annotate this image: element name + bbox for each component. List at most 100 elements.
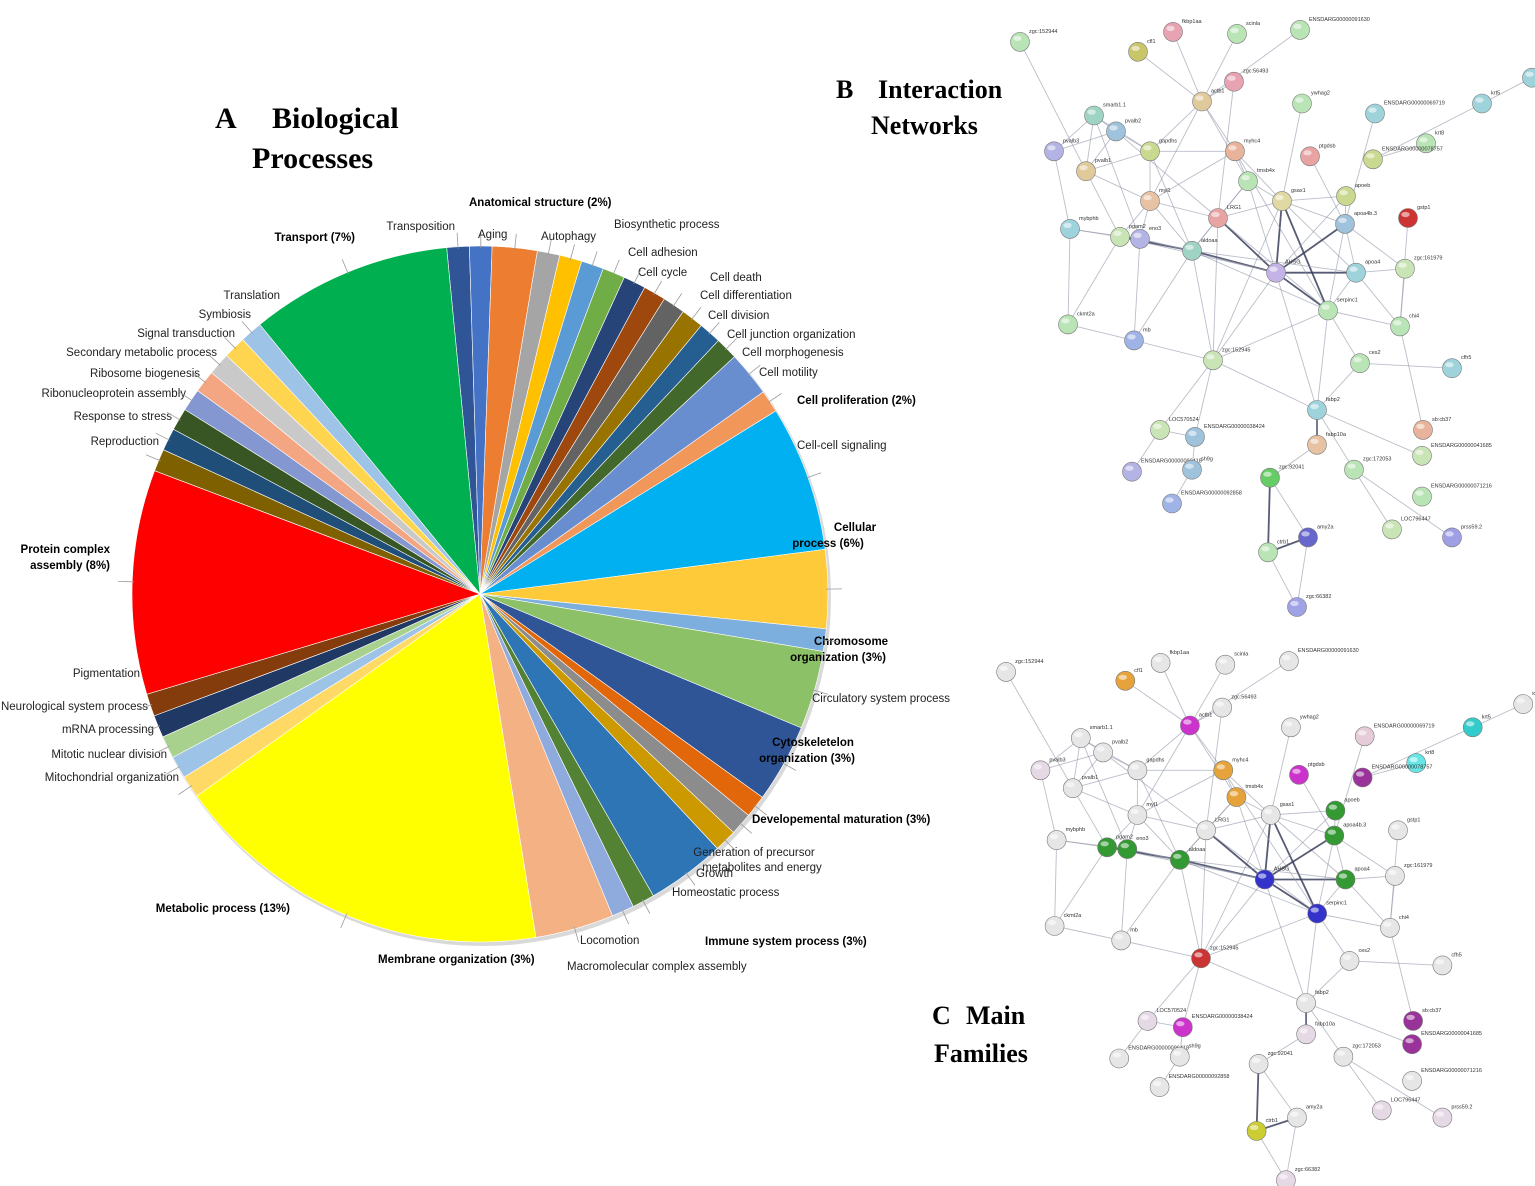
network-node-label: ENSDARG00000091630 — [1309, 17, 1370, 23]
network-node-fabp2: fabp2 — [1307, 397, 1340, 420]
network-edge — [1281, 103, 1303, 202]
pie-leader-neurological-system-process — [145, 725, 161, 733]
network-node-eno3: eno3 — [1130, 226, 1161, 249]
network-node-label: pvalb3 — [1063, 138, 1079, 144]
pie-leader-cell-cell-signaling — [767, 393, 782, 403]
network-edge — [1072, 787, 1138, 816]
network-node-zgc-56493: zgc:56493 — [1224, 69, 1268, 92]
pie-label-symbiosis: Symbiosis — [199, 309, 252, 321]
network-node-label: zgc:172053 — [1352, 1044, 1380, 1050]
network-edge — [1039, 770, 1058, 841]
pie-leader-cell-motility — [724, 338, 737, 351]
network-edge — [1212, 217, 1219, 361]
network-node-chi4: chi4 — [1390, 313, 1419, 337]
network-edge — [1191, 250, 1214, 361]
network-node-label: krt5 — [1482, 714, 1491, 720]
panel-a-title-line2: Processes — [252, 142, 373, 175]
network-node-apoa4b-3: apoa4b.3 — [1335, 211, 1377, 234]
network-node-fkbp1aa: fkbp1aa — [1150, 650, 1191, 673]
pie-leader-mrna-processing — [154, 746, 170, 754]
network-node-label: pvalb1 — [1082, 775, 1098, 781]
network-node-chi4: chi4 — [1380, 915, 1409, 938]
pie-leader-cell-cycle — [612, 259, 620, 275]
network-node-ckmt2a: ckmt2a — [1058, 311, 1096, 335]
pie-leader-cell-proliferation-2 — [747, 364, 761, 376]
network-node-apoa4: apoa4 — [1346, 260, 1380, 283]
network-edge — [1327, 310, 1361, 364]
network-node-pvalb1: pvalb1 — [1076, 158, 1111, 181]
network-edge — [1200, 830, 1207, 959]
panel-b-title-line1: Interaction — [878, 75, 1003, 104]
network-edge — [1137, 769, 1224, 816]
network-edge — [1235, 796, 1266, 880]
network-edge — [1217, 200, 1283, 219]
network-edge — [1189, 660, 1290, 726]
network-edge — [1264, 879, 1307, 1004]
network-edge — [1194, 360, 1214, 438]
network-edge — [1234, 150, 1283, 202]
network-node-cfl1: cfl1 — [1128, 39, 1156, 62]
network-edge — [1040, 751, 1104, 771]
network-edge — [1305, 960, 1350, 1004]
pie-label-response-to-stress: Response to stress — [74, 411, 173, 423]
pie-label-transport-7: Transport (7%) — [274, 232, 355, 244]
network-node-label: gapdhs — [1146, 757, 1164, 763]
pie-label-secondary-metabolic-process: Secondary metabolic process — [66, 347, 217, 359]
network-node-zgc-152945: zgc:152945 — [1203, 347, 1250, 371]
network-node-label: scinla — [1246, 21, 1261, 27]
network-node-label: gstp1 — [1417, 205, 1430, 211]
network-node-ces2: ces2 — [1339, 948, 1370, 971]
network-edge — [1201, 29, 1301, 102]
network-edge — [1263, 814, 1272, 880]
network-edge — [1344, 113, 1376, 225]
network-edge — [1053, 151, 1071, 229]
network-node-zgc-152945: zgc:152945 — [1191, 945, 1238, 969]
network-edge — [1275, 272, 1318, 411]
network-node-prss59-2: prss59.2 — [1432, 1105, 1473, 1128]
network-edge — [1201, 101, 1249, 182]
network-node-label: sb:cb37 — [1422, 1008, 1441, 1014]
pie-label-anatomical-structure-2: Anatomical structure (2%) — [469, 197, 612, 209]
network-node-apoa4b-3: apoa4b.3 — [1324, 823, 1366, 846]
network-edge — [1115, 131, 1219, 219]
network-edge — [1200, 913, 1318, 959]
network-node-label: aldoaa — [1189, 847, 1206, 853]
network-node-ensdarg00000096418: ENSDARG00000096418 — [1109, 1046, 1189, 1069]
pie-leader-developemental-maturation-3 — [781, 762, 797, 771]
network-node-label: sh9g — [1201, 457, 1213, 463]
network-node-label: ENSDARG00000041685 — [1421, 1031, 1482, 1037]
network-node-apoeb: apoeb — [1325, 798, 1360, 821]
network-edge — [1285, 1117, 1298, 1181]
network-node-label: sh9g — [1189, 1044, 1201, 1050]
pie-chart — [131, 245, 831, 946]
network-node-pvalb1: pvalb1 — [1063, 775, 1098, 799]
network-node-label: amy2a — [1306, 1105, 1323, 1111]
pie-leader-cell-death — [633, 269, 642, 285]
network-node-label: mb — [1130, 927, 1138, 933]
pie-leader-autophagy — [547, 239, 552, 255]
network-node-label: fkbp1aa — [1182, 19, 1203, 25]
network-node-label: serpinc1 — [1326, 901, 1347, 907]
network-node-label: zgc:161979 — [1414, 256, 1442, 262]
pie-label-locomotion: Locomotion — [580, 935, 639, 947]
pie-label-reproduction: Reproduction — [91, 436, 159, 448]
network-edge — [1264, 834, 1335, 881]
network-node-label: gapdhs — [1159, 138, 1177, 144]
network-node-label: gsax1 — [1280, 802, 1295, 808]
network-node-label: fkbp1aa — [1170, 650, 1191, 656]
network-node-ctrb1: ctrb1 — [1258, 539, 1289, 563]
pie-leader-homeostatic-process — [723, 838, 736, 851]
pie-leader-cell-division — [672, 293, 683, 307]
network-node-label: eno3 — [1136, 836, 1148, 842]
network-node-label: cfl1 — [1147, 39, 1156, 45]
network-node-label: zgc:152944 — [1029, 29, 1057, 35]
panel-b-letter: B — [836, 75, 853, 104]
pie-label-biosynthetic-process: Biosynthetic process — [614, 219, 720, 231]
network-node-ces2: ces2 — [1350, 350, 1381, 374]
network-node-label: gsax1 — [1291, 188, 1306, 194]
network-node-serpinc1: serpinc1 — [1307, 901, 1347, 924]
